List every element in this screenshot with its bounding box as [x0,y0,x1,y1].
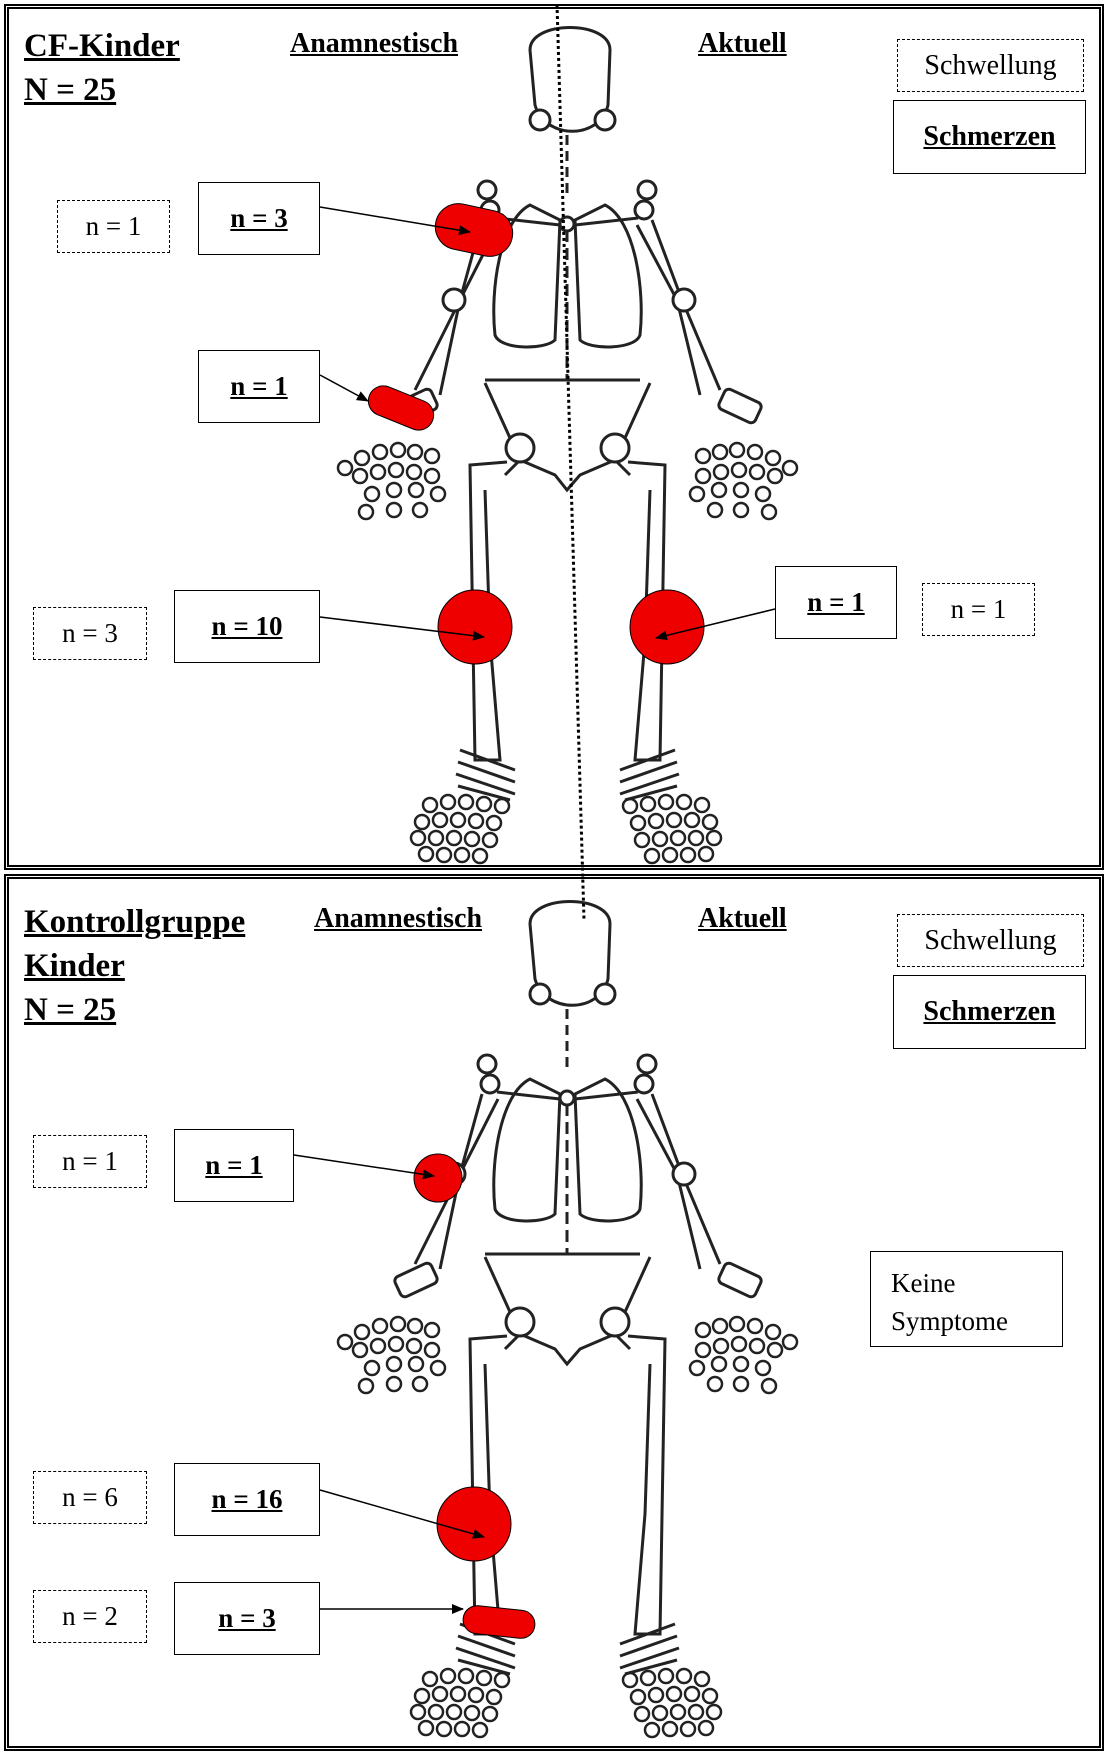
bottom-n-total: N = 25 [24,988,116,1032]
top-col-history: Anamnestisch [290,28,458,60]
legend-pain-bottom: Schmerzen [893,975,1086,1049]
bottom-title-line2: Kinder [24,944,125,988]
marker-shoulder-left [431,199,517,260]
knee-left-pain-count: n = 10 [174,590,320,663]
skeleton-top [338,28,797,864]
elbow-pain-count: n = 1 [174,1129,294,1202]
no-symptoms-line2: Symptome [891,1302,1042,1340]
marker-knee-right [630,590,704,664]
bottom-title: Kontrollgruppe [24,900,245,944]
no-symptoms-note: Keine Symptome [870,1251,1063,1347]
knee-right-swelling-count: n = 1 [922,583,1035,636]
knee-left-swelling-count: n = 3 [33,607,147,660]
divider-line [557,4,584,920]
marker-knee-left [437,1487,511,1561]
marker-knee-left [438,590,512,664]
bottom-col-history: Anamnestisch [314,903,482,935]
skeleton-bottom [338,902,797,1738]
marker-ankle-left [462,1604,537,1639]
legend-pain: Schmerzen [893,100,1086,174]
legend-swelling-bottom: Schwellung [897,914,1084,967]
knee-right-pain-count: n = 1 [775,566,897,639]
marker-elbow-left [414,1154,462,1202]
bottom-col-current: Aktuell [698,903,787,935]
legend-swelling: Schwellung [897,39,1084,92]
knee-swelling-count: n = 6 [33,1471,147,1524]
ankle-swelling-count: n = 2 [33,1590,147,1643]
knee-pain-count: n = 16 [174,1463,320,1536]
markers-top [320,199,775,664]
ankle-pain-count: n = 3 [174,1582,320,1655]
markers-bottom [294,1154,536,1640]
shoulder-swelling-count: n = 1 [57,200,170,253]
no-symptoms-line1: Keine [891,1264,1042,1302]
top-n-total: N = 25 [24,68,116,112]
elbow-swelling-count: n = 1 [33,1135,147,1188]
top-title: CF-Kinder [24,24,180,68]
top-col-current: Aktuell [698,28,787,60]
wrist-pain-count: n = 1 [198,350,320,423]
shoulder-pain-count: n = 3 [198,182,320,255]
